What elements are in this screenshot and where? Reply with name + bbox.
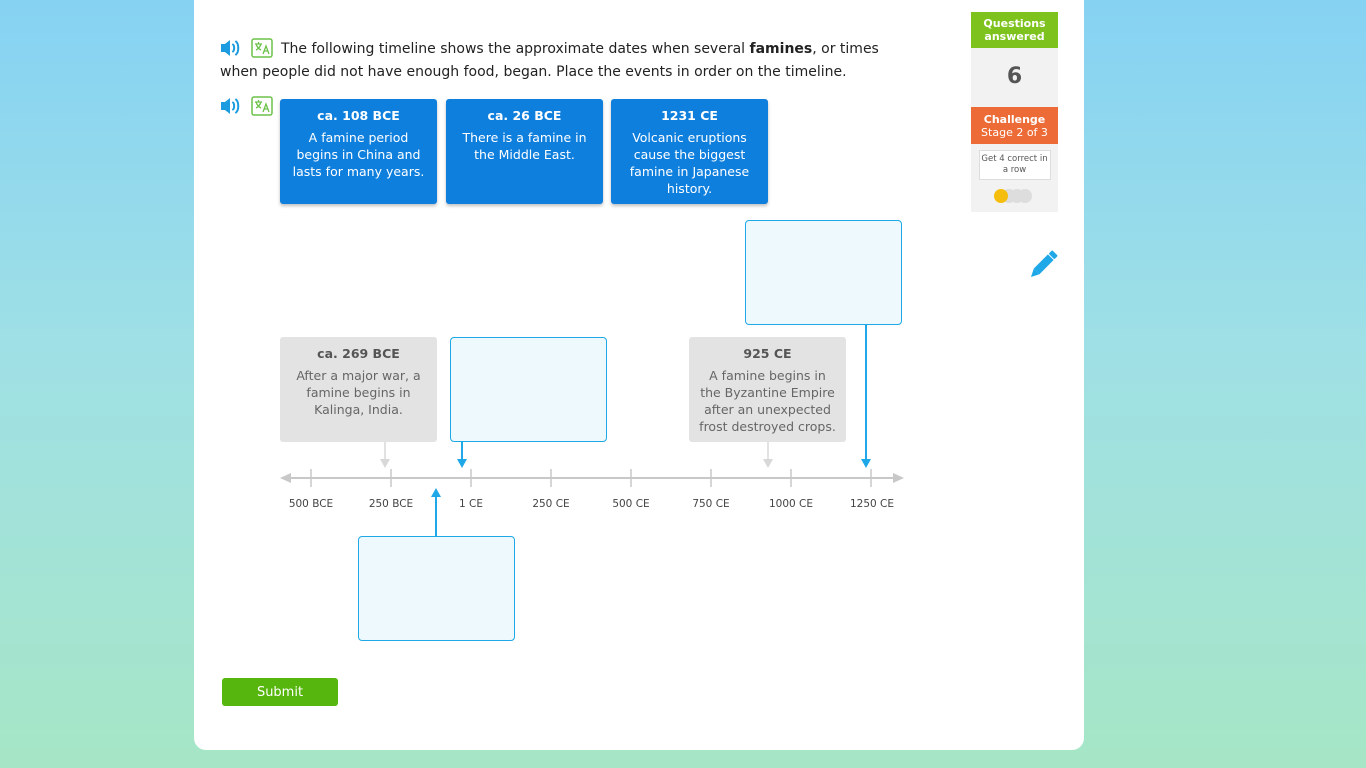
timeline-tick-label: 1000 CE [768,498,814,510]
event-date: 925 CE [743,346,792,361]
event-date: ca. 108 BCE [317,108,400,123]
timeline-tick-label: 250 CE [532,498,570,510]
timeline-tick-label: 250 BCE [368,498,414,510]
timeline-tick-label: 500 CE [612,498,650,510]
draggable-event-card[interactable]: ca. 26 BCE There is a famine in the Midd… [446,99,603,204]
event-description: There is a famine in the Middle East. [462,130,587,162]
submit-button[interactable]: Submit [222,678,338,706]
translate-icon[interactable] [251,38,275,60]
prompt-text-after: , or times when people did not have enou… [220,41,879,80]
streak-progress [994,189,1058,205]
questions-answered-count: 6 [971,48,1058,107]
challenge-goal: Get 4 correct in a row [978,150,1051,180]
question-prompt: The following timeline shows the approxi… [220,38,910,84]
fixed-event-card: ca. 269 BCE After a major war, a famine … [280,337,437,442]
timeline-tick-label: 1 CE [459,498,483,510]
event-date: 1231 CE [661,108,718,123]
prompt-text-before: The following timeline shows the approxi… [281,41,750,57]
draggable-event-card[interactable]: ca. 108 BCE A famine period begins in Ch… [280,99,437,204]
speaker-icon[interactable] [219,95,243,117]
prompt-bold-word: famines [749,41,813,57]
event-description: Volcanic eruptions cause the biggest fam… [629,130,750,196]
challenge-header: Challenge Stage 2 of 3 [971,107,1058,144]
progress-sidebar: Questions answered 6 Challenge Stage 2 o… [971,12,1058,212]
fixed-event-card: 925 CE A famine begins in the Byzantine … [689,337,846,442]
challenge-title: Challenge [983,113,1046,126]
event-date: ca. 269 BCE [317,346,400,361]
streak-dot-filled [994,189,1008,203]
speaker-icon[interactable] [219,37,243,59]
challenge-stage: Stage 2 of 3 [981,126,1048,139]
timeline-drop-zone[interactable] [450,337,607,442]
timeline-tick-label: 500 BCE [288,498,334,510]
timeline-tick-label: 750 CE [692,498,730,510]
pencil-icon[interactable] [1024,246,1062,284]
event-description: A famine begins in the Byzantine Empire … [699,368,836,434]
questions-answered-label: Questions answered [971,12,1058,48]
challenge-body: Get 4 correct in a row [971,144,1058,212]
timeline-drop-zone[interactable] [745,220,902,325]
event-description: A famine period begins in China and last… [292,130,425,179]
event-description: After a major war, a famine begins in Ka… [296,368,421,417]
event-date: ca. 26 BCE [487,108,562,123]
draggable-event-card[interactable]: 1231 CE Volcanic eruptions cause the big… [611,99,768,204]
timeline-drop-zone[interactable] [358,536,515,641]
translate-icon[interactable] [251,96,275,118]
timeline-tick-label: 1250 CE [849,498,895,510]
